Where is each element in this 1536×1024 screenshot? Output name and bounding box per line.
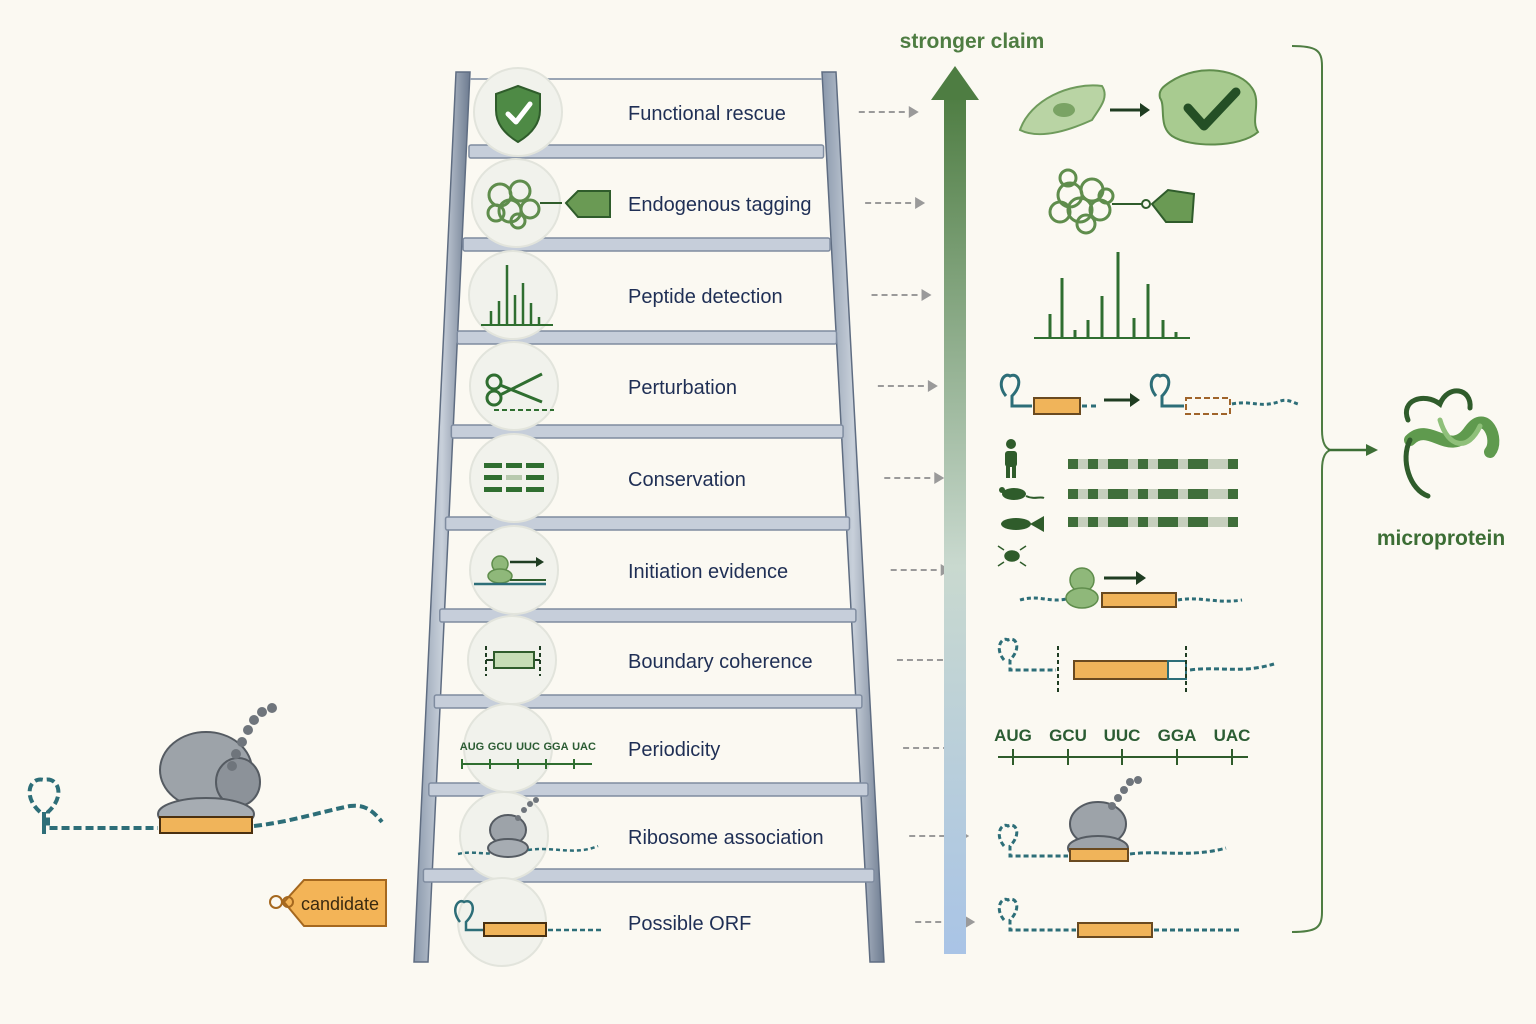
evidence-label: Boundary coherence: [628, 651, 813, 673]
fish-icon: [1001, 516, 1044, 532]
tag-icon: [1150, 188, 1196, 223]
candidate-label: candidate: [301, 894, 379, 914]
initiating-ribosome-icon: [469, 525, 559, 615]
ladder-rungs: [422, 144, 875, 883]
boundary-illustration: [997, 637, 1275, 694]
sequence-alignment: [1068, 459, 1238, 527]
codon-row-right: AUG GCU UUC GGA UAC: [994, 726, 1250, 765]
codon-label: UAC: [572, 741, 596, 753]
ladder-left-rail: [413, 71, 471, 963]
ladder-rung: [428, 782, 869, 797]
stronger-claim-arrow: stronger claim: [900, 30, 1045, 954]
orf-illustration: [997, 897, 1240, 938]
candidate-orf: [159, 816, 253, 834]
candidate-illustration: [27, 703, 384, 834]
fly-icon: [997, 545, 1027, 567]
candidate-tag-icon: [282, 879, 387, 927]
claim-arrow-shaft: [944, 92, 966, 954]
tagging-illustration: [1048, 168, 1196, 235]
evidence-row: Boundary coherence: [467, 615, 957, 705]
codon-label: AUG: [994, 726, 1032, 745]
tagged-protein-icon: [471, 158, 611, 248]
evidence-row: Functional rescue: [473, 67, 919, 157]
ladder-right-rail: [821, 71, 885, 963]
codon-label: GGA: [1158, 726, 1197, 745]
rescue-illustration: [1018, 69, 1260, 146]
mrna-strand: [27, 777, 158, 830]
evidence-row: Endogenous tagging: [471, 158, 926, 248]
summary-bracket: [1291, 45, 1378, 933]
ribosome-assoc-illustration: [997, 776, 1227, 862]
evidence-row: Perturbation: [469, 341, 938, 431]
ladder-rung: [456, 330, 838, 345]
orf-boundary-icon: [467, 615, 557, 705]
codon-label: GCU: [488, 741, 513, 753]
evidence-label: Ribosome association: [628, 827, 824, 849]
ribosome-icon: [457, 791, 599, 881]
periodicity-illustration: AUG GCU UUC GGA UAC: [994, 726, 1250, 765]
orf-transcript-icon: [454, 877, 602, 967]
ladder: [413, 71, 885, 963]
perturbation-illustration: [999, 373, 1299, 415]
evidence-label: Functional rescue: [628, 103, 786, 125]
human-icon: [1005, 439, 1017, 478]
evidence-row: Ribosome association: [457, 791, 970, 881]
spectrum-illustration: [1034, 252, 1190, 339]
check-icon: [1183, 87, 1241, 131]
claim-arrow-label: stronger claim: [900, 30, 1045, 53]
microprotein-icon: [1403, 388, 1500, 499]
nascent-peptide-icon: [227, 703, 277, 771]
initiation-illustration: [1019, 567, 1243, 609]
mouse-icon: [999, 487, 1045, 500]
right-illustrations: AUG GCU UUC GGA UAC: [994, 69, 1299, 938]
evidence-row: Possible ORF: [454, 877, 976, 967]
evidence-label: Initiation evidence: [628, 561, 788, 583]
deleted-orf-box: [1185, 397, 1231, 415]
ladder-rung: [433, 694, 863, 709]
evidence-label: Endogenous tagging: [628, 194, 812, 216]
ladder-rung: [422, 868, 875, 883]
ladder-rung: [468, 144, 825, 159]
nucleus-icon: [1053, 103, 1075, 117]
evidence-row: Conservation: [469, 433, 945, 523]
evidence-row: Peptide detection: [468, 250, 932, 340]
codon-label: UUC: [516, 741, 540, 753]
mass-spectrum-icon: [468, 250, 558, 340]
claim-arrow-head: [931, 66, 979, 100]
evidence-label: Peptide detection: [628, 286, 783, 308]
evidence-label: Periodicity: [628, 739, 720, 761]
codon-label: UAC: [1214, 726, 1251, 745]
evidence-label: Possible ORF: [628, 913, 751, 935]
codon-label: AUG: [460, 741, 484, 753]
conservation-illustration: [997, 439, 1238, 567]
protein-blob-icon: [1048, 168, 1115, 235]
ladder-rung: [462, 237, 831, 252]
ladder-rung: [450, 424, 844, 439]
ladder-rung: [444, 516, 851, 531]
alignment-icon: [469, 433, 559, 523]
evidence-label: Conservation: [628, 469, 746, 491]
shield-check-icon: [473, 67, 563, 157]
candidate-tag: candidate: [269, 879, 387, 927]
evidence-row: Initiation evidence: [469, 525, 951, 615]
codon-label: GCU: [1049, 726, 1087, 745]
evidence-label: Perturbation: [628, 377, 737, 399]
ladder-rung: [439, 608, 857, 623]
codon-label: GGA: [543, 741, 568, 753]
codon-label: UUC: [1104, 726, 1141, 745]
scissors-icon: [469, 341, 559, 431]
orf-box: [1033, 397, 1081, 415]
healthy-cell-icon: [1158, 69, 1260, 146]
microprotein-label: microprotein: [1377, 527, 1505, 550]
